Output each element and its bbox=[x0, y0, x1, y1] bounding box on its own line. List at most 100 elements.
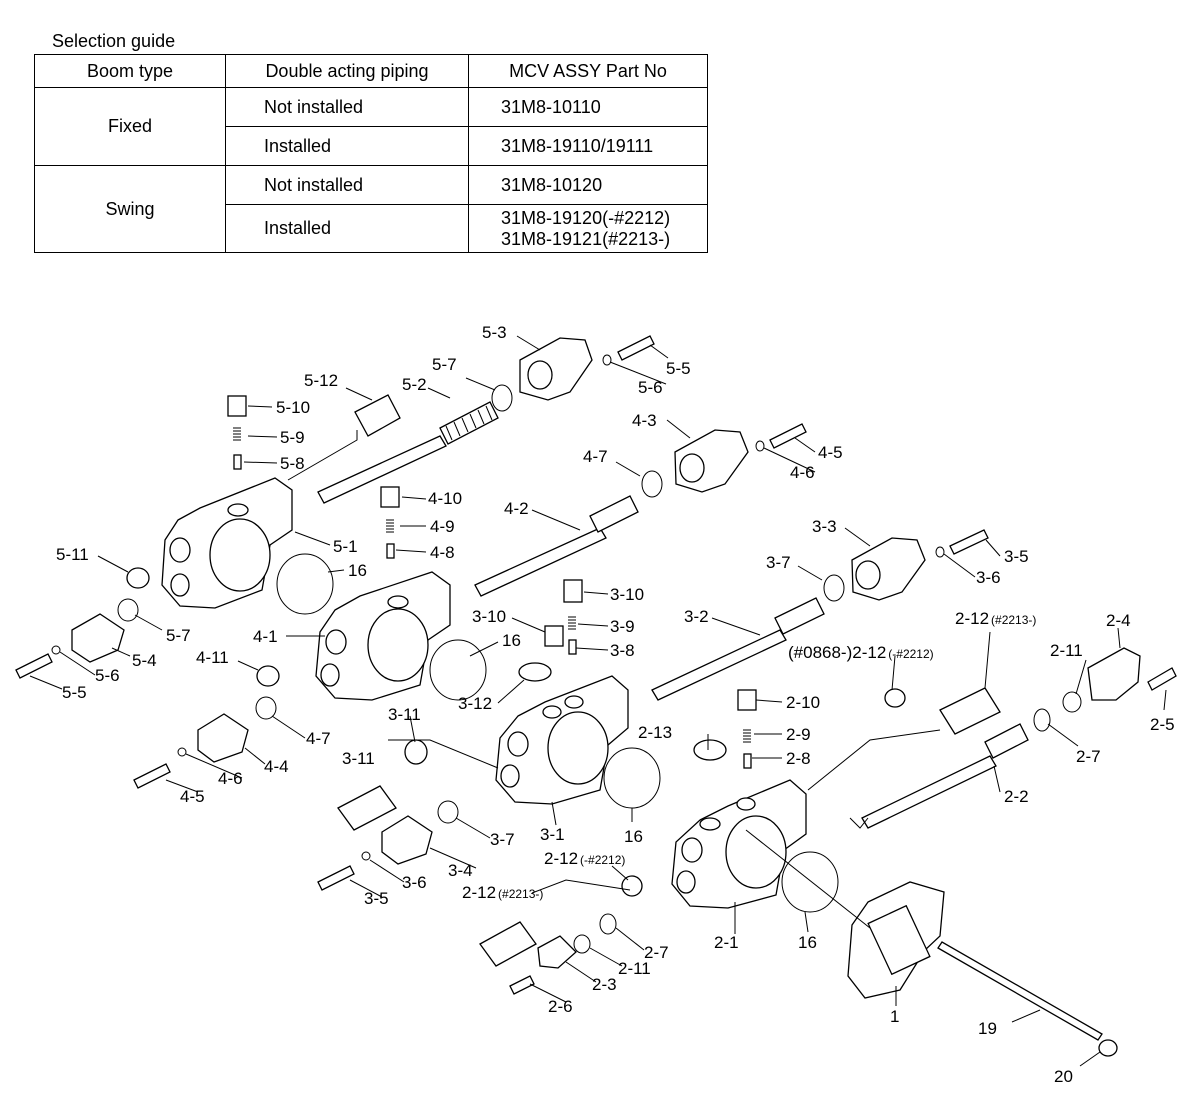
piping-cell: Not installed bbox=[225, 165, 469, 205]
label-4-1: 4-1 bbox=[253, 627, 278, 646]
poppet-4-8 bbox=[386, 543, 395, 559]
nut-20 bbox=[1098, 1039, 1118, 1057]
spring-5-9 bbox=[232, 427, 242, 441]
label-5-9: 5-9 bbox=[280, 428, 305, 447]
spool-2-2 bbox=[861, 755, 997, 829]
plug-4-10 bbox=[380, 486, 400, 508]
cap-5-4 bbox=[71, 613, 125, 663]
label-2-12-lower: 2-12(#2213-) bbox=[462, 883, 543, 902]
label-19: 19 bbox=[978, 1019, 997, 1038]
label-3-1: 3-1 bbox=[540, 825, 565, 844]
label-16-a: 16 bbox=[348, 561, 367, 580]
label-4-3: 4-3 bbox=[632, 411, 657, 430]
plug-3-10 bbox=[563, 579, 583, 603]
plug-5-11 bbox=[126, 567, 150, 589]
body-port bbox=[500, 764, 520, 788]
poppet-3-8 bbox=[568, 639, 577, 655]
section-4-assembly bbox=[133, 423, 807, 789]
o-ring-16 bbox=[603, 747, 661, 809]
label-4-8: 4-8 bbox=[430, 543, 455, 562]
label-5-2: 5-2 bbox=[402, 375, 427, 394]
table-row: Installed 31M8-19120(-#2212) 31M8-19121(… bbox=[35, 204, 708, 253]
label-1: 1 bbox=[890, 1007, 899, 1026]
label-4-6: 4-6 bbox=[790, 463, 815, 482]
label-2-3: 2-3 bbox=[592, 975, 617, 994]
tie-rod-19 bbox=[937, 941, 1103, 1041]
label-2-11-bottom: 2-11 bbox=[618, 959, 651, 978]
body-port bbox=[507, 731, 529, 757]
piping-cell: Not installed bbox=[225, 87, 469, 127]
header-double-acting-piping: Double acting piping bbox=[225, 54, 469, 88]
label-2-11-top: 2-11 bbox=[1050, 641, 1083, 660]
section-2-assembly bbox=[479, 647, 1177, 995]
table-row: Installed 31M8-19110/19111 bbox=[35, 126, 708, 166]
label-3-8: 3-8 bbox=[610, 641, 635, 660]
part-cell: 31M8-19110/19111 bbox=[468, 126, 708, 166]
flange-2-3 bbox=[537, 935, 577, 969]
label-5-4: 5-4 bbox=[132, 651, 157, 670]
label-3-6-bottom: 3-6 bbox=[402, 873, 427, 892]
o-ring-2-11-lower bbox=[573, 934, 591, 954]
body-port bbox=[736, 797, 756, 811]
table-header-row: Boom type Double acting piping MCV ASSY … bbox=[34, 54, 708, 88]
bolt-5-5-lower bbox=[15, 653, 53, 679]
bolt-2-6 bbox=[509, 975, 535, 995]
label-3-10-right: 3-10 bbox=[610, 585, 644, 604]
body-port bbox=[699, 817, 721, 831]
label-4-9: 4-9 bbox=[430, 517, 455, 536]
spool-5-2 bbox=[317, 435, 447, 504]
part-cell: 31M8-10120 bbox=[468, 165, 708, 205]
spool-thread bbox=[589, 495, 639, 533]
o-ring-2-7 bbox=[1033, 708, 1051, 732]
header-mcv-part-no: MCV ASSY Part No bbox=[468, 54, 708, 88]
label-4-2: 4-2 bbox=[504, 499, 529, 518]
o-ring-4-7-lower bbox=[255, 696, 277, 720]
label-3-11-left: 3-11 bbox=[342, 749, 375, 768]
label-3-10-left: 3-10 bbox=[472, 607, 506, 626]
selection-guide-title: Selection guide bbox=[52, 31, 176, 51]
label-3-5: 3-5 bbox=[1004, 547, 1029, 566]
plug-2-13 bbox=[693, 739, 727, 761]
label-3-7-top: 3-7 bbox=[766, 553, 791, 572]
o-ring-3-7 bbox=[823, 574, 845, 602]
label-16-c: 16 bbox=[624, 827, 643, 846]
washer-4-6 bbox=[755, 440, 765, 452]
selection-guide-table: Boom type Double acting piping MCV ASSY … bbox=[34, 54, 708, 253]
part-line-2: 31M8-19121(#2213-) bbox=[501, 228, 671, 249]
washer-3-6-lower bbox=[361, 851, 371, 861]
label-3-6: 3-6 bbox=[976, 568, 1001, 587]
spool-3-2 bbox=[651, 629, 787, 701]
spool-thread bbox=[984, 723, 1029, 759]
label-2-13: 2-13 bbox=[638, 723, 672, 742]
poppet-2-8 bbox=[743, 753, 752, 769]
piping-cell: Installed bbox=[225, 204, 469, 253]
body-port bbox=[387, 595, 409, 609]
spring-4-9 bbox=[385, 519, 395, 533]
poppet-5-8 bbox=[233, 454, 242, 470]
label-2-7-top: 2-7 bbox=[1076, 747, 1101, 766]
part-line-1: 31M8-19120(-#2212) bbox=[501, 207, 671, 228]
body-port bbox=[227, 503, 249, 517]
label-5-11: 5-11 bbox=[56, 545, 89, 564]
o-ring-2-7-lower bbox=[599, 913, 617, 935]
section-3-assembly bbox=[317, 529, 989, 891]
label-5-6: 5-6 bbox=[638, 378, 663, 397]
label-20: 20 bbox=[1054, 1067, 1073, 1086]
o-ring-3-7-lower bbox=[437, 800, 459, 824]
bolt-4-5-lower bbox=[133, 763, 171, 789]
label-5-1: 5-1 bbox=[333, 537, 358, 556]
label-4-7-top: 4-7 bbox=[583, 447, 608, 466]
end-cover-face bbox=[867, 904, 931, 976]
washer-3-6 bbox=[935, 546, 945, 558]
label-5-5: 5-5 bbox=[666, 359, 691, 378]
label-5-6-bottom: 5-6 bbox=[95, 666, 120, 685]
label-5-8: 5-8 bbox=[280, 454, 305, 473]
section-5-assembly bbox=[15, 335, 655, 679]
header-boom-type: Boom type bbox=[34, 54, 226, 88]
label-3-12: 3-12 bbox=[458, 694, 492, 713]
body-bore bbox=[367, 608, 429, 682]
label-3-7-bottom: 3-7 bbox=[490, 830, 515, 849]
label-2-7-bottom: 2-7 bbox=[644, 943, 669, 962]
plug-5-12 bbox=[354, 394, 401, 437]
body-bore bbox=[725, 815, 787, 889]
